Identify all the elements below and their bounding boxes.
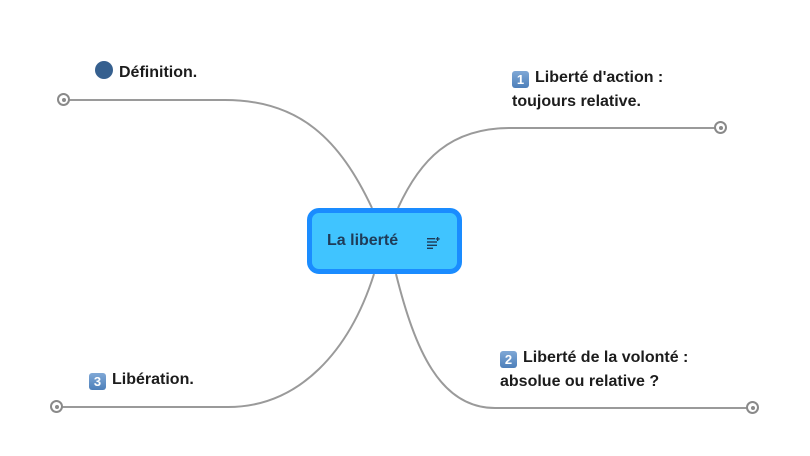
topic-liberation[interactable]: 3 Libération. [89,368,194,392]
central-topic[interactable]: La liberté [307,208,462,274]
topic-definition[interactable]: Définition. [95,61,197,85]
topic-liberte-volonte[interactable]: 2 Liberté de la volonté : absolue ou rela… [500,346,688,394]
topic-action-line1: Liberté d'action : [535,69,664,86]
collapse-handle-liberation[interactable] [50,400,63,413]
collapse-handle-volonte[interactable] [746,401,759,414]
topic-volonte-line2: absolue ou relative ? [500,373,660,390]
topic-volonte-line1: Liberté de la volonté : [523,349,689,366]
topic-liberation-label: Libération. [112,371,194,388]
connector-volonte [395,273,750,409]
central-topic-label: La liberté [327,232,399,249]
connector-definition [66,99,373,209]
collapse-handle-definition[interactable] [57,93,70,106]
number-three-badge-icon: 3 [89,373,106,390]
number-two-badge-icon: 2 [500,351,517,368]
topic-definition-label: Définition. [119,64,198,81]
connector-liberation [59,273,375,408]
collapse-handle-action[interactable] [714,121,727,134]
notes-icon[interactable] [427,237,441,249]
topic-liberte-action[interactable]: 1 Liberté d'action : toujours relative. [512,66,663,114]
connector-action [397,127,718,209]
topic-action-line2: toujours relative. [512,93,641,110]
number-one-badge-icon: 1 [512,71,529,88]
blue-dot-icon [95,61,113,79]
